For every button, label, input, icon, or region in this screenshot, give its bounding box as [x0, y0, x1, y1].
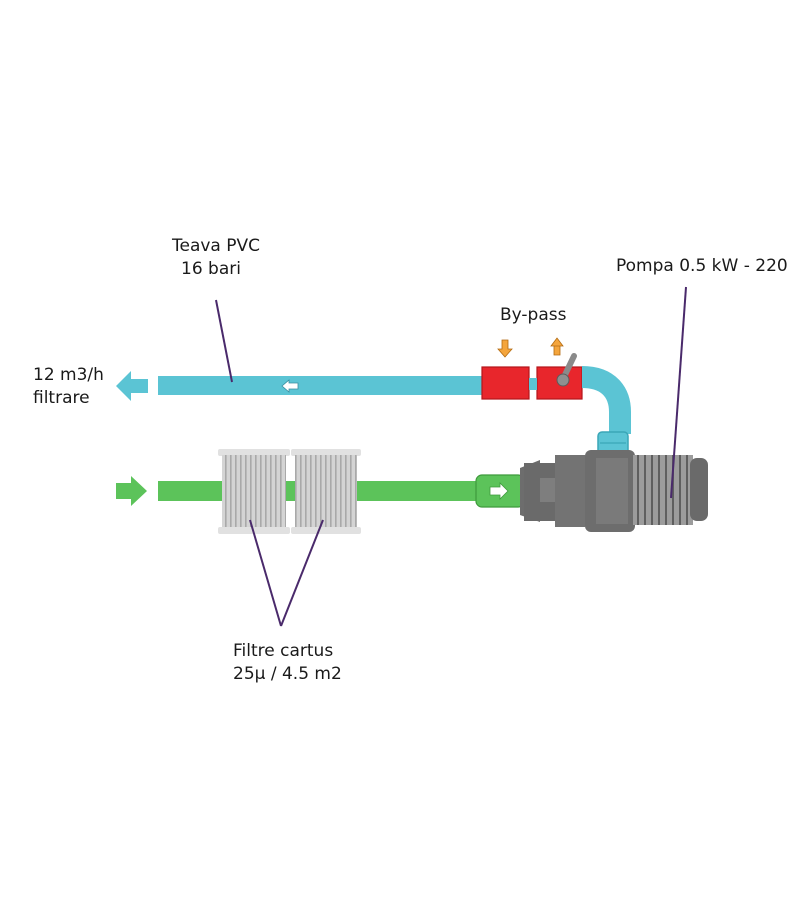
pipe-label: Teava PVC 16 bari: [172, 236, 261, 279]
pump-flow-arrow-icon: [489, 482, 509, 500]
inlet-arrow-icon: [116, 476, 147, 506]
flow-rate-label: 12 m3/h filtrare: [33, 365, 104, 408]
bypass-valve: [481, 353, 583, 400]
valve-in-arrow-icon: [497, 339, 513, 358]
pump-label: Pompa 0.5 kW - 220: [616, 256, 788, 276]
valve-out-arrow-icon: [550, 337, 564, 356]
cartridge-filter: [218, 449, 290, 534]
filters-label: Filtre cartus 25µ / 4.5 m2: [233, 641, 342, 684]
outlet-arrow-icon: [116, 371, 148, 401]
pump: [520, 450, 708, 532]
pointer-lines: [215, 286, 687, 627]
bypass-label: By-pass: [500, 305, 567, 325]
cartridge-filter: [291, 449, 361, 534]
pipe-flow-arrow-icon: [281, 379, 299, 393]
outlet-pipe: [158, 376, 488, 395]
pipe-elbow: [581, 366, 631, 434]
